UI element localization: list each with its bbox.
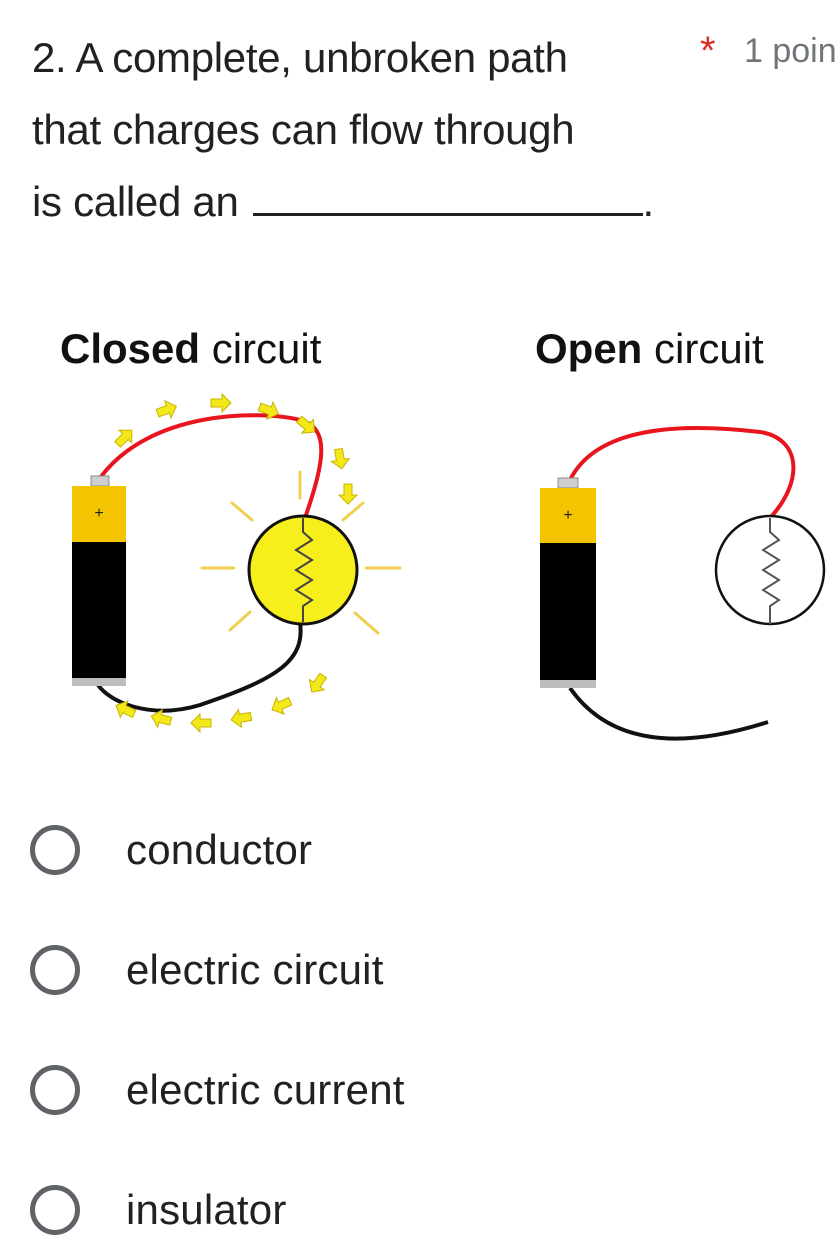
question-line-2: that charges can flow through (32, 106, 575, 153)
option-label: conductor (126, 826, 313, 873)
open-battery-positive-sign: + (563, 507, 572, 524)
circuit-figure: Closed circuit + (0, 300, 840, 760)
question-line-3: is called an. (32, 166, 682, 238)
option-electric-current[interactable]: electric current (30, 1050, 630, 1130)
question-number: 2. (32, 34, 67, 81)
question-line-3-text: is called an (32, 178, 239, 225)
battery: + (72, 475, 126, 686)
radio-button[interactable] (30, 945, 80, 995)
circuit-diagram: Closed circuit + (60, 325, 826, 741)
unlit-bulb (714, 514, 826, 626)
radio-button[interactable] (30, 1065, 80, 1115)
option-label: electric current (126, 1066, 405, 1113)
battery-positive-sign: + (94, 505, 103, 522)
option-electric-circuit[interactable]: electric circuit (30, 930, 630, 1010)
option-insulator[interactable]: insulator (30, 1170, 630, 1250)
question-period: . (642, 178, 655, 225)
option-label: insulator (126, 1186, 287, 1233)
option-label: electric circuit (126, 946, 384, 993)
question-line-1-text: A complete, unbroken path (75, 34, 568, 81)
positive-wire (98, 413, 324, 519)
radio-button[interactable] (30, 1185, 80, 1235)
negative-wire (96, 621, 303, 713)
option-conductor[interactable]: conductor (30, 810, 630, 890)
question-line-1: 2. A complete, unbroken path (32, 22, 682, 94)
required-asterisk: * (700, 29, 716, 73)
open-circuit-title: Open circuit (535, 325, 764, 372)
current-flow-arrows (114, 392, 359, 734)
open-loose-wire (568, 686, 769, 741)
open-battery: + (540, 477, 596, 688)
points-label: 1 poin (744, 32, 837, 70)
light-rays (200, 470, 402, 635)
radio-button[interactable] (30, 825, 80, 875)
lit-bulb (247, 514, 359, 626)
closed-circuit-title: Closed circuit (60, 325, 322, 372)
fill-in-blank (252, 173, 643, 216)
question-text: 2. A complete, unbroken path that charge… (32, 22, 682, 238)
open-positive-wire (568, 425, 796, 520)
